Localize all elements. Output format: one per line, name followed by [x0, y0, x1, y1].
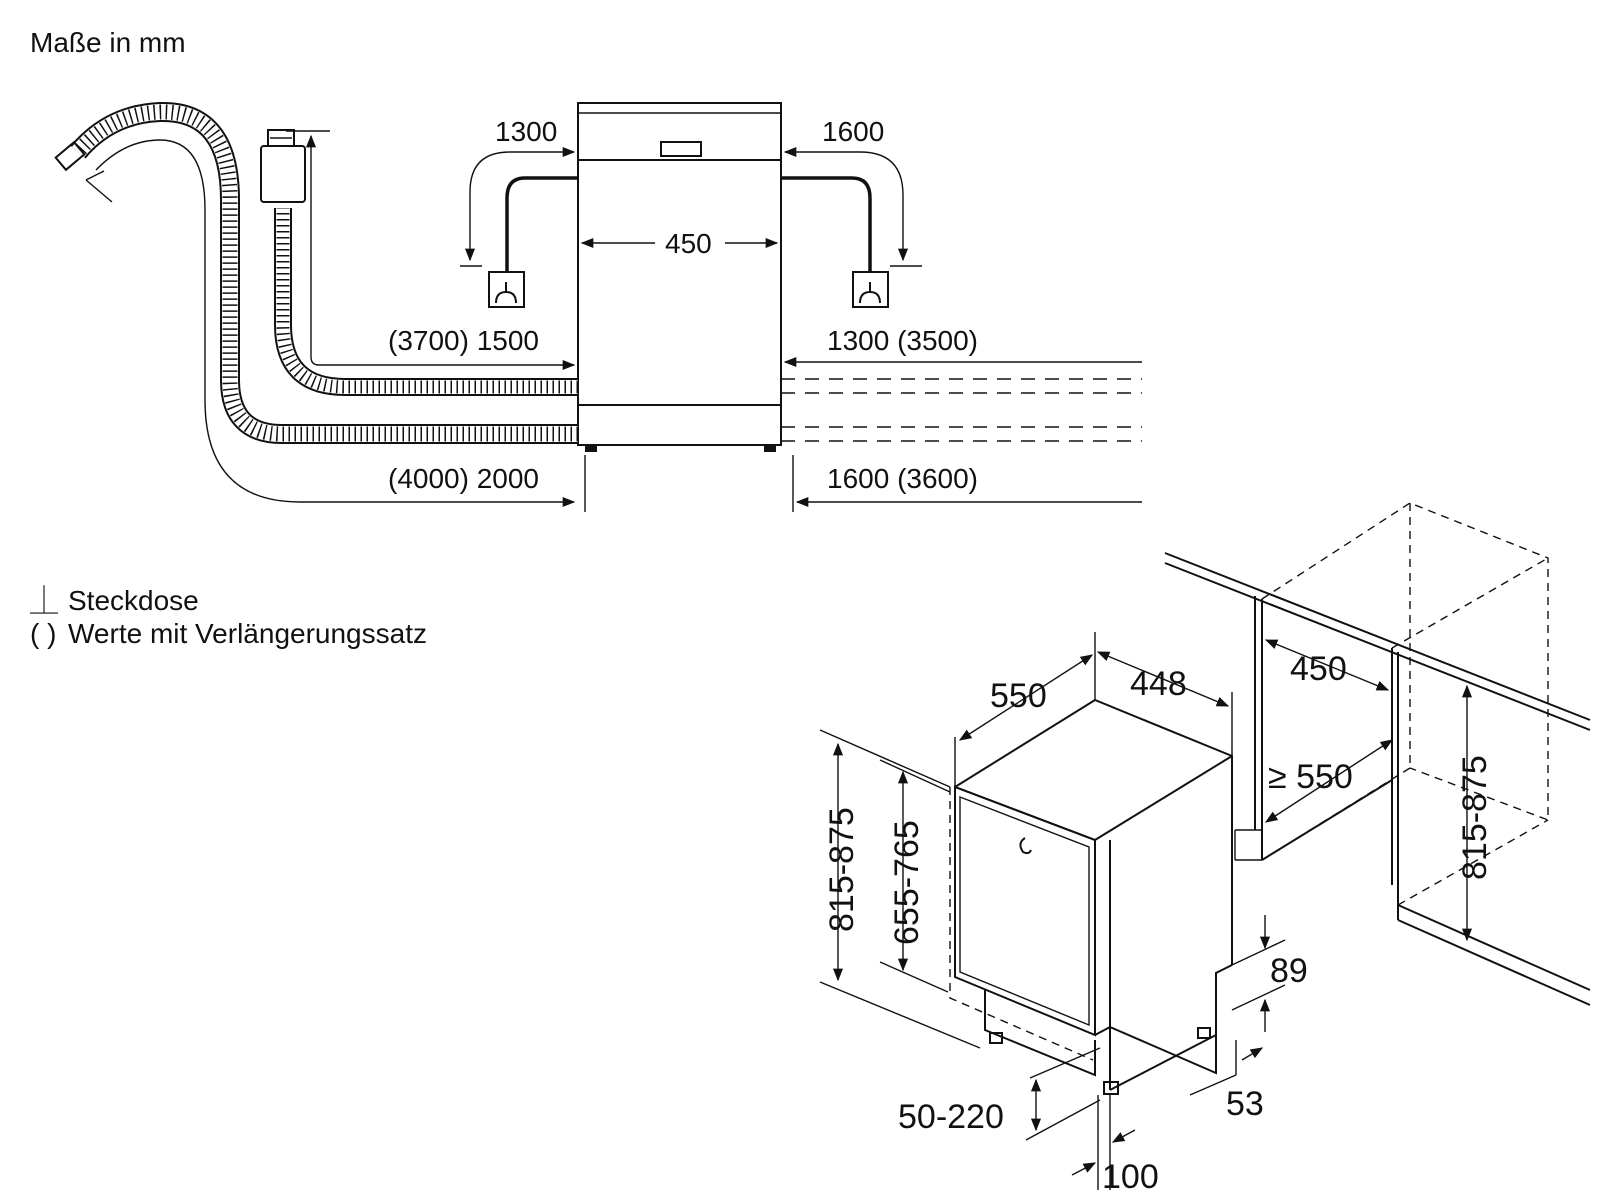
dim-adj-89: 89: [1270, 952, 1308, 990]
dim-depth: 550: [990, 677, 1047, 715]
door-handle: [1019, 837, 1032, 855]
legend-socket-label: Steckdose: [68, 585, 199, 616]
dim-height-door: 655-765: [888, 820, 926, 945]
dim-power-left: 1300: [495, 116, 557, 147]
dim-hose-right-upper: 1300 (3500): [827, 325, 978, 356]
dim-hose-left-lower: (4000) 2000: [388, 463, 539, 494]
power-cord-left: [505, 176, 578, 272]
socket-symbol-icon: ⏊: [30, 584, 58, 616]
dishwasher-front-outline: [577, 102, 782, 446]
units-note: Maße in mm: [30, 27, 186, 58]
drain-hose-end: [54, 140, 86, 172]
dim-hose-left-upper: (3700) 1500: [388, 325, 539, 356]
inlet-hose: [260, 129, 578, 396]
socket-icon: [488, 271, 525, 308]
isometric-view: 450 ≥ 550 815-875: [819, 502, 1591, 1196]
dim-niche-width: 450: [1290, 650, 1347, 688]
dim-hose-right-lower: 1600 (3600): [827, 463, 978, 494]
dim-foot-offset: 100: [1102, 1158, 1159, 1196]
dishwasher-iso: [949, 698, 1233, 1095]
dim-height-outer: 815-875: [823, 807, 861, 932]
legend: ⏊ Steckdose ( ) Werte mit Verlängerungss…: [30, 584, 427, 649]
control-panel-display: [660, 141, 702, 157]
aquastop-valve: [260, 145, 306, 203]
power-cord-right: [781, 176, 872, 272]
dim-adj-53: 53: [1226, 1085, 1264, 1123]
legend-paren-label: Werte mit Verlängerungssatz: [68, 618, 427, 649]
dim-niche-height: 815-875: [1456, 755, 1494, 880]
top-view: 1300 1600 450 (3700) 1500: [54, 101, 1142, 512]
dim-width: 448: [1130, 665, 1187, 703]
dim-inner-width: 450: [665, 228, 712, 259]
legend-paren-symbol: ( ): [30, 618, 56, 649]
socket-icon: [852, 271, 889, 308]
dim-niche-depth: ≥ 550: [1268, 758, 1353, 796]
drain-hose: [54, 101, 578, 444]
dim-plinth: 50-220: [898, 1098, 1004, 1136]
dim-power-right: 1600: [822, 116, 884, 147]
countertop-edge: [1164, 552, 1591, 721]
